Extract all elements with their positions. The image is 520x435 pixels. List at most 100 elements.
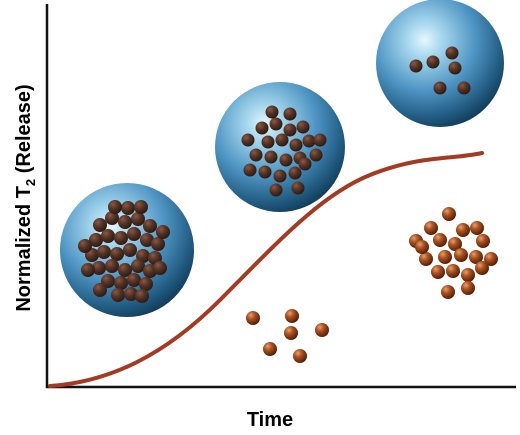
encapsulated-particle bbox=[255, 121, 269, 135]
encapsulated-particle bbox=[445, 46, 459, 60]
encapsulated-particle bbox=[153, 261, 167, 275]
encapsulated-particle bbox=[426, 55, 440, 69]
encapsulated-particle bbox=[273, 169, 287, 183]
released-particles-stage-3 bbox=[409, 207, 498, 299]
encapsulated-particle bbox=[264, 150, 278, 164]
encapsulated-particle bbox=[140, 233, 154, 247]
y-axis-label: Normalized T2 (Release) bbox=[13, 84, 38, 311]
encapsulated-particle bbox=[283, 107, 297, 121]
encapsulated-particle bbox=[93, 283, 107, 297]
released-particles-stage-2 bbox=[246, 309, 329, 363]
encapsulated-particle bbox=[448, 61, 462, 75]
released-particle bbox=[431, 265, 445, 279]
encapsulated-particle bbox=[265, 105, 279, 119]
encapsulated-particle bbox=[118, 263, 132, 277]
encapsulated-particle bbox=[114, 231, 128, 245]
sphere-stage-2 bbox=[215, 82, 345, 212]
released-particle bbox=[442, 207, 456, 221]
encapsulated-particle bbox=[309, 148, 323, 162]
sphere-stage-3 bbox=[376, 0, 504, 127]
encapsulated-particle bbox=[78, 239, 92, 253]
encapsulated-particle bbox=[101, 229, 115, 243]
released-particle bbox=[415, 240, 429, 254]
encapsulated-particle bbox=[110, 247, 124, 261]
encapsulated-particle bbox=[279, 153, 293, 167]
encapsulated-particle bbox=[241, 133, 255, 147]
encapsulated-particles bbox=[78, 200, 170, 303]
released-particle bbox=[293, 349, 307, 363]
encapsulated-particle bbox=[269, 117, 283, 131]
released-particle bbox=[454, 248, 468, 262]
released-particle bbox=[476, 234, 490, 248]
released-particle bbox=[284, 326, 298, 340]
encapsulated-particle bbox=[93, 218, 107, 232]
y-axis-label-suffix: (Release) bbox=[13, 84, 35, 179]
released-particle bbox=[441, 285, 455, 299]
released-particle bbox=[263, 342, 277, 356]
encapsulated-particle bbox=[131, 259, 145, 273]
encapsulated-particle bbox=[127, 227, 141, 241]
released-particle bbox=[484, 252, 498, 266]
released-particle bbox=[438, 250, 452, 264]
encapsulated-particle bbox=[134, 200, 148, 214]
axes bbox=[45, 4, 516, 389]
encapsulated-particles bbox=[241, 105, 327, 197]
released-particle bbox=[419, 252, 433, 266]
encapsulated-particle bbox=[288, 166, 302, 180]
sphere-shell bbox=[376, 0, 504, 127]
encapsulated-particle bbox=[275, 133, 289, 147]
encapsulated-particle bbox=[101, 274, 115, 288]
released-particle bbox=[456, 223, 470, 237]
released-particle bbox=[475, 261, 489, 275]
encapsulated-particle bbox=[105, 259, 119, 273]
encapsulated-particle bbox=[121, 201, 135, 215]
encapsulated-particle bbox=[92, 261, 106, 275]
encapsulated-particles bbox=[409, 46, 471, 95]
encapsulated-particle bbox=[111, 288, 125, 302]
encapsulated-particle bbox=[124, 287, 138, 301]
encapsulated-particle bbox=[249, 148, 263, 162]
released-particle bbox=[315, 323, 329, 337]
encapsulated-particle bbox=[108, 200, 122, 214]
released-particle bbox=[461, 268, 475, 282]
encapsulated-particle bbox=[243, 163, 257, 177]
encapsulated-particle bbox=[296, 120, 310, 134]
encapsulated-particle bbox=[409, 59, 423, 73]
released-particle bbox=[469, 250, 483, 264]
encapsulated-particle bbox=[433, 81, 447, 95]
encapsulated-particle bbox=[81, 263, 95, 277]
encapsulated-particle bbox=[283, 123, 297, 137]
encapsulated-particle bbox=[313, 133, 327, 147]
released-particle bbox=[448, 237, 462, 251]
encapsulated-particle bbox=[258, 165, 272, 179]
released-particle bbox=[424, 221, 438, 235]
encapsulated-particle bbox=[457, 81, 471, 95]
encapsulated-particle bbox=[291, 181, 305, 195]
released-particle bbox=[433, 233, 447, 247]
sphere-shell bbox=[215, 82, 345, 212]
released-particle bbox=[446, 264, 460, 278]
encapsulated-particle bbox=[298, 157, 312, 171]
encapsulated-particle bbox=[131, 212, 145, 226]
encapsulated-particle bbox=[143, 219, 157, 233]
released-particle bbox=[285, 309, 299, 323]
x-axis-label: Time bbox=[247, 409, 293, 431]
encapsulated-particle bbox=[127, 273, 141, 287]
encapsulated-particle bbox=[289, 138, 303, 152]
encapsulated-particle bbox=[118, 215, 132, 229]
encapsulated-particle bbox=[139, 277, 153, 291]
released-particle bbox=[470, 221, 484, 235]
encapsulated-particle bbox=[105, 211, 119, 225]
encapsulated-particle bbox=[114, 276, 128, 290]
released-particle bbox=[246, 311, 260, 325]
encapsulated-particle bbox=[261, 135, 275, 149]
y-axis-label-subscript: 2 bbox=[23, 179, 38, 186]
released-particle bbox=[461, 281, 475, 295]
sphere-stage-1 bbox=[60, 183, 194, 317]
encapsulated-particle bbox=[89, 233, 103, 247]
encapsulated-particle bbox=[269, 183, 283, 197]
encapsulated-particle bbox=[302, 134, 316, 148]
encapsulated-particle bbox=[135, 289, 149, 303]
y-axis-label-prefix: Normalized T bbox=[13, 186, 35, 312]
